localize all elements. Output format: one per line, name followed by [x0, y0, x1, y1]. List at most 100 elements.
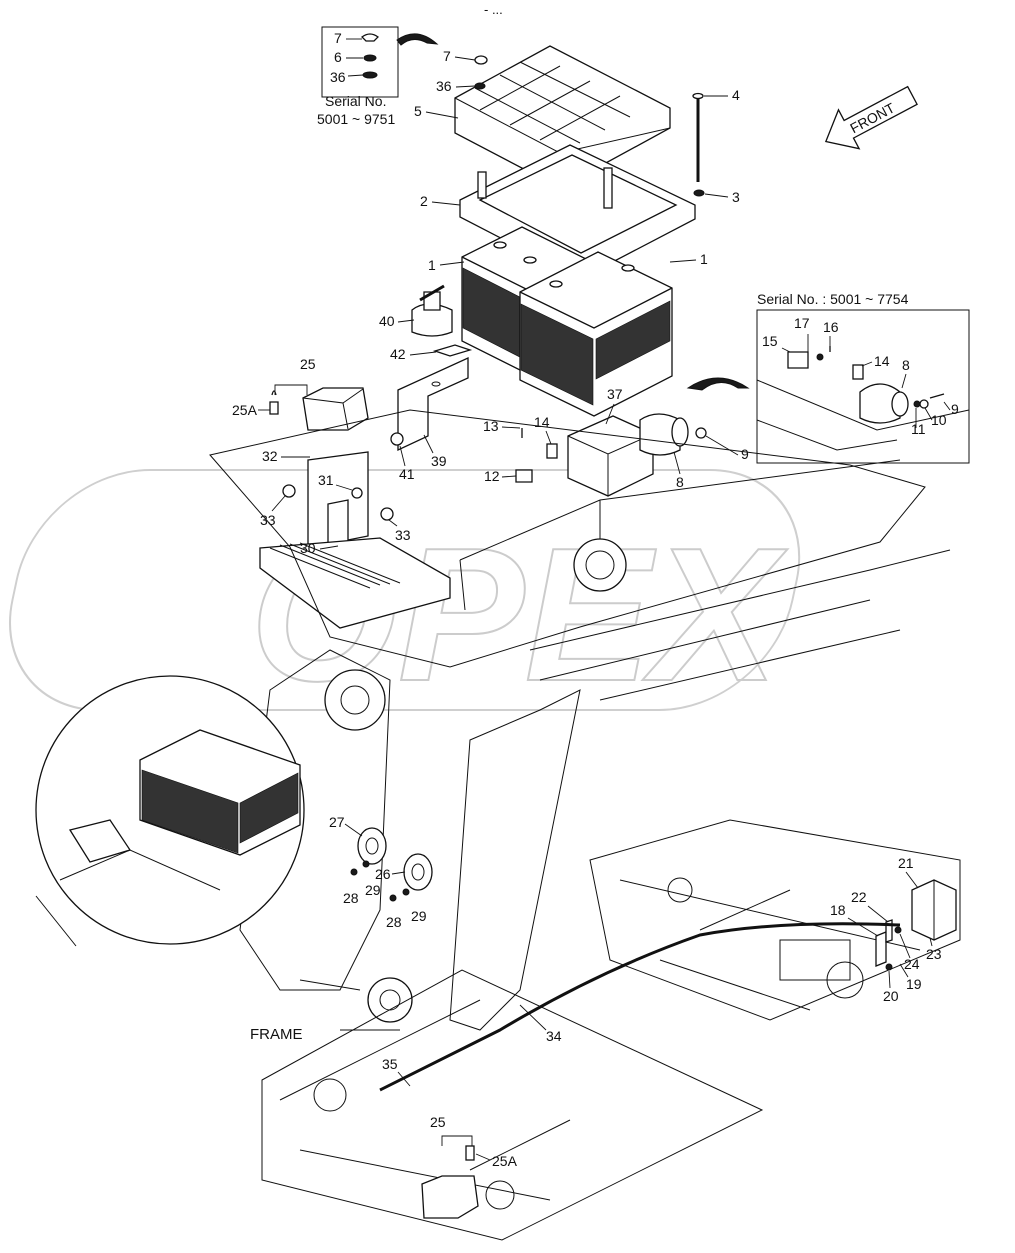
step-30 [259, 537, 451, 629]
inset-right-part-10: 10 [931, 412, 947, 428]
harness-34 [379, 922, 901, 1092]
plate-42 [432, 344, 473, 357]
detail-circle [35, 675, 305, 947]
inset-part-7: 7 [334, 30, 342, 46]
inset-right-part-8: 8 [902, 357, 910, 373]
frame-label: FRAME [250, 1026, 303, 1043]
hold-rod [692, 92, 705, 197]
front-arrow-icon [824, 85, 918, 150]
nut-33-left [282, 484, 296, 498]
callout-32: 32 [262, 448, 278, 464]
callout-27: 27 [329, 814, 345, 830]
washer-29-a [362, 860, 370, 868]
nut-41 [390, 432, 404, 446]
callout-23: 23 [926, 946, 942, 962]
upper-frame-body [209, 409, 951, 701]
callout-25a-top: 25A [232, 402, 258, 418]
callouts: 7 36 5 4 3 2 1 1 40 42 25 25A 37 13 14 1… [232, 48, 942, 1169]
callout-8: 8 [676, 474, 684, 490]
callout-25-bottom: 25 [430, 1114, 446, 1130]
battery-switch [411, 284, 453, 337]
nut-20 [885, 963, 893, 971]
callout-18: 18 [830, 902, 846, 918]
inset-serial-7754: Serial No. : 5001 ~ 7754 17 16 15 14 8 9… [686, 291, 970, 464]
bolt-9 [695, 427, 707, 439]
callout-1-right: 1 [700, 251, 708, 267]
inset-right-part-15: 15 [762, 333, 778, 349]
nut-3 [693, 189, 705, 197]
callout-29-a: 29 [365, 882, 381, 898]
washer-icon [363, 54, 377, 62]
callout-25a-bottom: 25A [492, 1153, 518, 1169]
callout-41: 41 [399, 466, 415, 482]
battery-right [519, 251, 673, 417]
bulb-25a-top [269, 401, 279, 415]
callout-1-left: 1 [428, 257, 436, 273]
bracket-18 [875, 931, 887, 967]
washer-36 [474, 82, 486, 90]
callout-33-left: 33 [260, 512, 276, 528]
nut-33-right [380, 507, 394, 521]
curved-arrow-icon-2 [686, 377, 750, 391]
relay-14 [546, 443, 558, 459]
callout-7: 7 [443, 48, 451, 64]
callout-9: 9 [741, 446, 749, 462]
callout-25-top: 25 [300, 356, 316, 372]
front-arrow: FRONT [824, 85, 918, 150]
callout-29-b: 29 [411, 908, 427, 924]
lower-frame [261, 819, 961, 1241]
horn-27 [357, 827, 387, 865]
callout-20: 20 [883, 988, 899, 1004]
inset-serial-range: 5001 ~ 9751 [317, 111, 395, 127]
inset-frame [321, 26, 399, 98]
callout-12: 12 [484, 468, 500, 484]
callout-22: 22 [851, 889, 867, 905]
callout-14: 14 [534, 414, 550, 430]
bolt-28-b [389, 894, 397, 902]
relay-12 [515, 469, 533, 483]
callout-2: 2 [420, 193, 428, 209]
inset-serial-9751: 7 6 36 Serial No. 5001 ~ 9751 [317, 26, 439, 127]
callout-34: 34 [546, 1028, 562, 1044]
callout-19: 19 [906, 976, 922, 992]
inset-right-part-11: 11 [911, 421, 926, 437]
callout-3: 3 [732, 189, 740, 205]
rear-lamp-21 [911, 879, 957, 941]
bracket-32 [282, 432, 404, 549]
inset-part-36: 36 [330, 69, 346, 85]
callout-40: 40 [379, 313, 395, 329]
callout-42: 42 [390, 346, 406, 362]
callout-39: 39 [431, 453, 447, 469]
work-lamp-bottom [421, 1145, 479, 1219]
header-mark: - ... [484, 2, 503, 17]
callout-5: 5 [414, 103, 422, 119]
callout-13: 13 [483, 418, 499, 434]
bolt-31 [351, 487, 363, 499]
washer-29-b [402, 888, 410, 896]
wing-nut-7 [474, 55, 488, 65]
inset-part-6: 6 [334, 49, 342, 65]
work-lamp-top [269, 387, 369, 431]
callout-24: 24 [904, 956, 920, 972]
callout-28-a: 28 [343, 890, 359, 906]
inset-right-part-14: 14 [874, 353, 890, 369]
horn-26 [403, 853, 433, 891]
washer-24 [894, 926, 902, 934]
callout-30: 30 [300, 540, 316, 556]
spring-washer-icon [362, 71, 378, 79]
bulb-25a-bottom [465, 1145, 475, 1161]
callout-31: 31 [318, 472, 334, 488]
callout-26: 26 [375, 866, 391, 882]
callout-4: 4 [732, 87, 740, 103]
inset-right-part-16: 16 [823, 319, 839, 335]
bracket-39 [397, 356, 469, 452]
callout-33-right: 33 [395, 527, 411, 543]
relay-box [567, 415, 654, 497]
inset-right-frame [756, 309, 970, 464]
curved-arrow-icon [396, 33, 439, 46]
inset-right-part-17: 17 [794, 315, 810, 331]
callout-37: 37 [607, 386, 623, 402]
bolt-28-a [350, 868, 358, 876]
